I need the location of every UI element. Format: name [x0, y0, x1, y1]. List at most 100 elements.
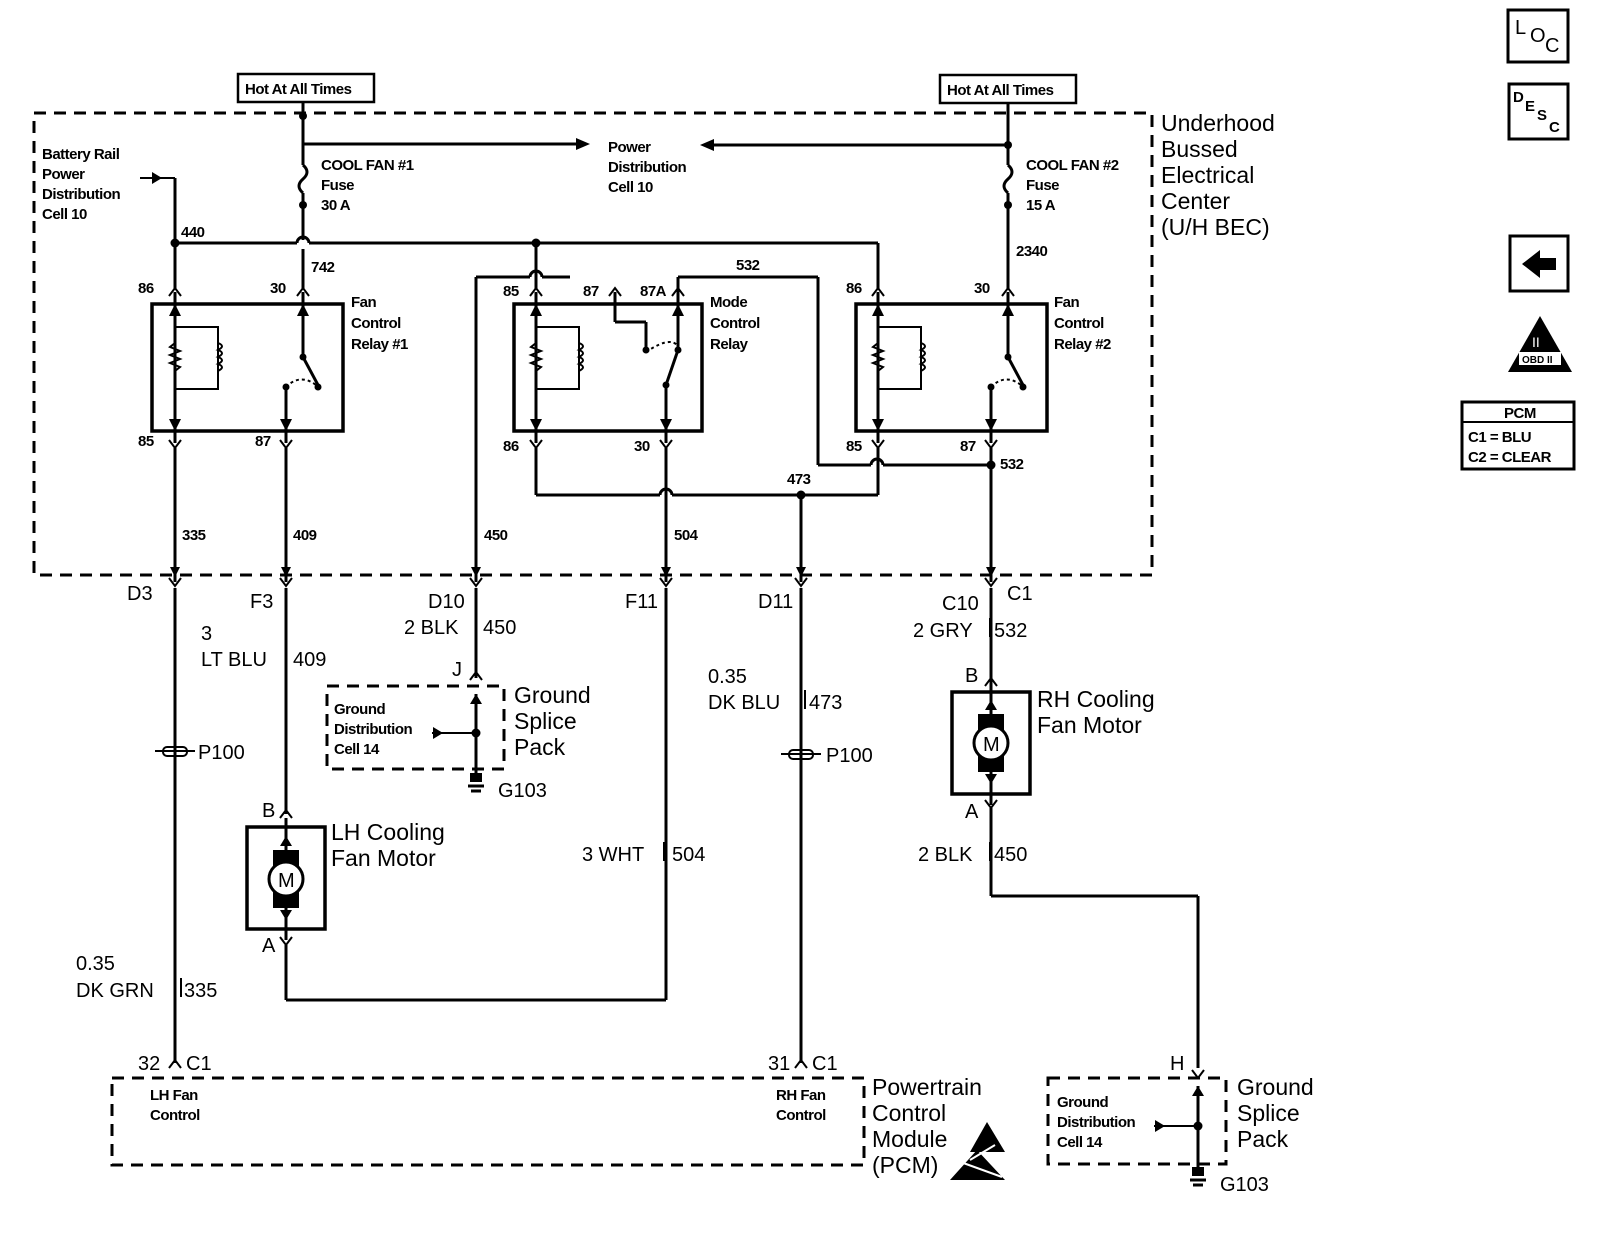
wire-450-2-blk-rh: 2 BLK 450 H	[918, 808, 1205, 1080]
right-power-feed	[700, 103, 1014, 290]
mode-control-relay: 85 87 87A 86 30 Mode Control Relay	[503, 283, 761, 455]
svg-text:(PCM): (PCM)	[872, 1152, 938, 1178]
svg-text:Distribution: Distribution	[42, 186, 120, 203]
svg-text:87: 87	[255, 433, 271, 450]
svg-text:30 A: 30 A	[321, 197, 351, 214]
bec-bottom-connectors: D3 F3 D10 F11 D11 C10 C1	[127, 567, 1033, 615]
obd-ii-icon[interactable]: II OBD II	[1508, 316, 1572, 372]
svg-text:RH Cooling: RH Cooling	[1037, 686, 1155, 712]
svg-text:Module: Module	[872, 1126, 947, 1152]
svg-text:DK BLU: DK BLU	[708, 692, 780, 714]
fuse-cool-fan-2: COOL FAN #2 Fuse 15 A	[1026, 157, 1119, 214]
pcm-connector-legend: PCM C1 = BLU C2 = CLEAR	[1460, 400, 1576, 471]
svg-text:504: 504	[672, 844, 705, 866]
svg-text:Ground: Ground	[514, 682, 591, 708]
svg-text:Hot At All Times: Hot At All Times	[947, 82, 1054, 99]
svg-text:85: 85	[138, 433, 154, 450]
back-arrow-icon[interactable]	[1508, 234, 1570, 293]
esd-warning-icon	[950, 1122, 1005, 1180]
svg-text:RH Fan: RH Fan	[776, 1087, 826, 1104]
svg-text:PCM: PCM	[1504, 405, 1536, 422]
svg-text:Mode: Mode	[710, 294, 747, 311]
svg-text:Splice: Splice	[1237, 1100, 1300, 1126]
svg-text:30: 30	[634, 438, 650, 455]
svg-text:Fan Motor: Fan Motor	[331, 845, 436, 871]
svg-text:Underhood: Underhood	[1161, 110, 1275, 136]
svg-text:C1: C1	[812, 1053, 838, 1075]
desc-icon[interactable]: D E S C	[1507, 82, 1570, 141]
svg-text:Distribution: Distribution	[608, 159, 686, 176]
svg-text:450: 450	[483, 617, 516, 639]
circuit-450-mode-relay: 450	[474, 269, 570, 582]
svg-text:Relay #2: Relay #2	[1054, 336, 1111, 353]
svg-text:85: 85	[503, 283, 519, 300]
svg-text:C1: C1	[186, 1053, 212, 1075]
svg-text:(U/H BEC): (U/H BEC)	[1161, 214, 1270, 240]
svg-text:87: 87	[583, 283, 599, 300]
bec-output-wires: 335 409 504 532	[173, 448, 1024, 582]
wire-473-dk-blu: 0.35 DK BLU 473 P100	[708, 588, 873, 1063]
ground-splice-pack-2: Ground Distribution Cell 14 Ground Splic…	[1046, 1074, 1314, 1196]
svg-text:Fan Motor: Fan Motor	[1037, 712, 1142, 738]
svg-text:87: 87	[960, 438, 976, 455]
svg-text:532: 532	[994, 620, 1027, 642]
hot-at-all-times-left: Hot At All Times	[236, 72, 376, 104]
svg-text:Control: Control	[710, 315, 760, 332]
fan-control-relay-2: 86 30 85 87 Fan Control Relay #2	[846, 280, 1112, 455]
svg-text:F3: F3	[250, 591, 273, 613]
svg-text:LT BLU: LT BLU	[201, 649, 267, 671]
svg-text:A: A	[262, 935, 276, 957]
svg-text:Center: Center	[1161, 188, 1230, 214]
rh-cooling-fan-motor: B M A RH Cooling Fan Motor	[950, 665, 1155, 823]
svg-text:P100: P100	[198, 742, 245, 764]
svg-text:J: J	[452, 659, 462, 681]
svg-text:Control: Control	[872, 1100, 946, 1126]
svg-text:Pack: Pack	[514, 734, 566, 760]
svg-text:Hot At All Times: Hot At All Times	[245, 81, 352, 98]
wire-409-lt-blu: 3 LT BLU 409	[201, 588, 326, 814]
battery-rail-feed	[140, 172, 177, 290]
svg-text:409: 409	[293, 649, 326, 671]
wire-504-wht: 3 WHT 504	[284, 588, 705, 1002]
svg-text:Cell 14: Cell 14	[334, 741, 380, 758]
circuit-440-bus: 440 742 2340	[170, 224, 1048, 290]
svg-text:Cell 10: Cell 10	[608, 179, 653, 196]
loc-icon[interactable]: L O C	[1506, 8, 1570, 64]
svg-text:409: 409	[293, 527, 317, 544]
battery-rail-label: Battery Rail Power Distribution Cell 10	[42, 146, 121, 223]
svg-text:Bussed: Bussed	[1161, 136, 1238, 162]
svg-text:B: B	[262, 800, 275, 822]
svg-text:Fan: Fan	[351, 294, 377, 311]
svg-text:COOL FAN #2: COOL FAN #2	[1026, 157, 1119, 174]
svg-text:Distribution: Distribution	[1057, 1114, 1135, 1131]
svg-text:30: 30	[974, 280, 990, 297]
svg-text:LH Fan: LH Fan	[150, 1087, 198, 1104]
svg-text:Cell 14: Cell 14	[1057, 1134, 1103, 1151]
svg-text:3: 3	[201, 623, 212, 645]
svg-text:Power: Power	[42, 166, 85, 183]
svg-text:504: 504	[674, 527, 699, 544]
svg-text:Electrical: Electrical	[1161, 162, 1254, 188]
svg-text:M: M	[278, 870, 295, 892]
svg-text:32: 32	[138, 1053, 160, 1075]
svg-text:Splice: Splice	[514, 708, 577, 734]
svg-text:Pack: Pack	[1237, 1126, 1289, 1152]
svg-text:0.35: 0.35	[76, 953, 115, 975]
svg-text:D11: D11	[758, 591, 793, 613]
svg-text:335: 335	[184, 980, 217, 1002]
svg-text:86: 86	[138, 280, 154, 297]
svg-text:H: H	[1170, 1053, 1184, 1075]
circuit-473-bus: 473	[534, 448, 880, 582]
pcm-module: 32 C1 31 C1 LH Fan Control RH Fan Contro…	[110, 1053, 982, 1178]
svg-text:15 A: 15 A	[1026, 197, 1056, 214]
svg-text:E: E	[1525, 98, 1535, 115]
svg-text:3 WHT: 3 WHT	[582, 844, 644, 866]
svg-text:B: B	[965, 665, 978, 687]
svg-text:31: 31	[768, 1053, 790, 1075]
svg-text:2 BLK: 2 BLK	[918, 844, 973, 866]
svg-text:Control: Control	[1054, 315, 1104, 332]
svg-text:S: S	[1537, 107, 1547, 124]
underhood-bec-boundary	[32, 111, 1154, 577]
svg-text:440: 440	[181, 224, 205, 241]
